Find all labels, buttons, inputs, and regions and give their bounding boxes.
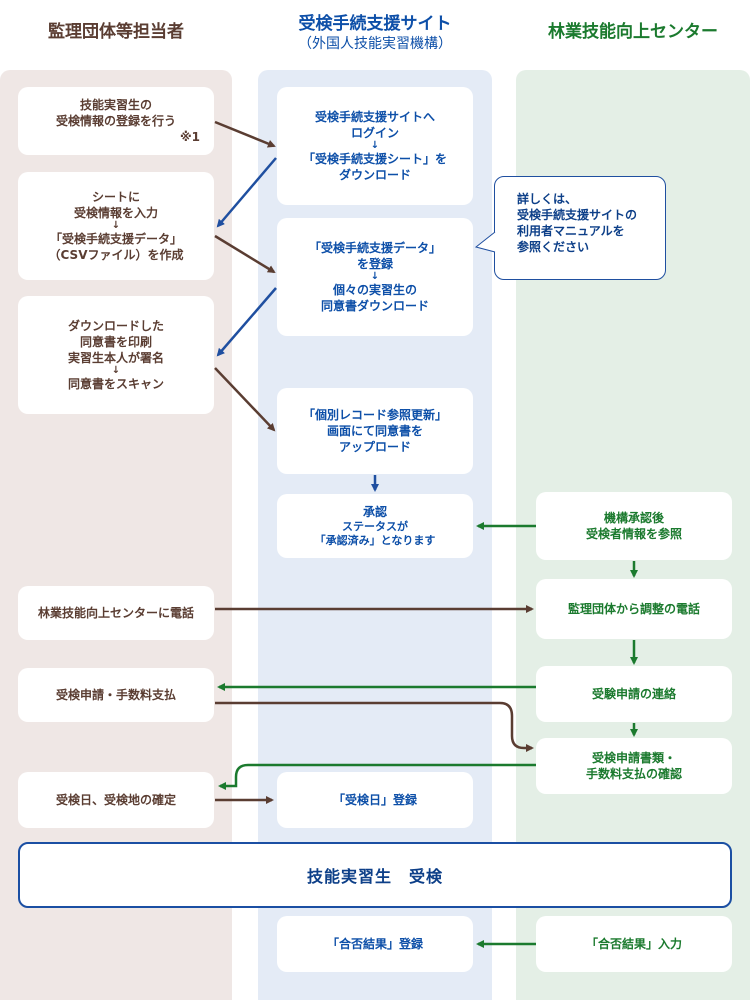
step-text: 「承認済み」となります [314,534,436,547]
callout-tail [474,231,496,253]
step-text: 受検申請・手数料支払 [55,688,176,702]
step-text: 「受検手続支援データ」 [308,241,441,255]
note-text: 詳しくは、 [517,192,578,206]
step-input-result: 「合否結果」入力 [536,916,732,972]
step-text: 個々の実習生の [332,283,417,297]
step-text: 「合否結果」登録 [326,937,423,951]
step-register-exam-date: 「受検日」登録 [277,772,473,828]
step-text: ダウンロードした [67,319,164,333]
manual-note-callout: 詳しくは、 受検手続支援サイトの 利用者マニュアルを 参照ください [494,176,666,280]
step-apply-pay: 受検申請・手数料支払 [18,668,214,722]
footnote-mark: ※1 [179,130,200,144]
step-text: 受検情報を入力 [73,206,158,220]
step-text: 監理団体から調整の電話 [567,602,700,616]
step-create-csv: シートに 受検情報を入力 ↓ 「受検手続支援データ」 （CSVファイル）を作成 [18,172,214,280]
step-text: を登録 [356,257,393,271]
note-text: 利用者マニュアルを [517,224,625,238]
step-sign-consent: ダウンロードした 同意書を印刷 実習生本人が署名 ↓ 同意書をスキャン [18,296,214,414]
step-register-trainee-info: 技能実習生の 受検情報の登録を行う ※1 [18,87,214,155]
step-approval: 承認 ステータスが 「承認済み」となります [277,494,473,558]
step-text: シートに [91,190,140,204]
step-text: 「受検手続支援シート」を [302,152,447,166]
step-text: ダウンロード [338,168,411,182]
step-text: 受検者情報を参照 [585,527,682,541]
step-confirm-payment: 受検申請書類・ 手数料支払の確認 [536,738,732,794]
arrow-b1-to-c1 [214,120,276,148]
step-register-result: 「合否結果」登録 [277,916,473,972]
arrow-c2-to-b3 [216,287,277,357]
step-text: 受検日、受検地の確定 [55,793,176,807]
step-text: 受検手続支援サイトへ [314,110,435,124]
header-support-site: 受検手続支援サイト （外国人技能実習機構） [258,14,492,53]
step-text: 「個別レコード参照更新」 [302,408,447,422]
down-arrow-glyph: ↓ [111,220,121,231]
step-text: 同意書を印刷 [79,335,152,349]
step-receive-call: 監理団体から調整の電話 [536,579,732,639]
trainee-exam-banner: 技能実習生 受検 [18,842,732,908]
step-register-data: 「受検手続支援データ」 を登録 ↓ 個々の実習生の 同意書ダウンロード [277,218,473,336]
arrow-b2-to-c2 [214,234,276,274]
down-arrow-glyph: ↓ [111,365,121,376]
header-forestry-center: 林業技能向上センター [548,22,718,42]
step-call-center: 林業技能向上センターに電話 [18,586,214,640]
step-text: 承認 [362,505,387,519]
header-support-site-sub: （外国人技能実習機構） [298,36,452,52]
step-text: 受検申請書類・ [591,751,676,765]
step-text: ログイン [350,126,399,140]
step-text: 「合否結果」入力 [585,937,682,951]
step-text: 「受検日」登録 [332,793,417,807]
step-notify-application: 受験申請の連絡 [536,666,732,722]
step-text: ステータスが [342,520,408,533]
step-text: アップロード [338,440,411,454]
step-text: 技能実習生の [79,98,152,112]
step-text: 同意書をスキャン [67,377,164,391]
step-confirm-date: 受検日、受検地の確定 [18,772,214,828]
down-arrow-glyph: ↓ [370,271,380,282]
arrow-r4-to-b6 [218,763,536,790]
arrow-apply-to-confirm [215,701,534,752]
header-support-site-title: 受検手続支援サイト [298,14,452,34]
step-text: 機構承認後 [603,511,664,525]
step-upload-consent: 「個別レコード参照更新」 画面にて同意書を アップロード [277,388,473,474]
step-text: 林業技能向上センターに電話 [37,606,194,620]
arrow-b3-to-c3 [214,367,276,432]
step-login-download-sheet: 受検手続支援サイトへ ログイン ↓ 「受検手続支援シート」を ダウンロード [277,87,473,205]
step-text: 受験申請の連絡 [591,687,676,701]
note-text: 参照ください [517,240,590,254]
step-text: 画面にて同意書を [326,424,423,438]
step-view-trainee-info: 機構承認後 受検者情報を参照 [536,492,732,560]
step-text: 実習生本人が署名 [67,351,164,365]
note-text: 受検手続支援サイトの [517,208,638,222]
step-text: 手数料支払の確認 [585,767,682,781]
exam-text: 技能実習生 受検 [306,867,443,886]
down-arrow-glyph: ↓ [370,140,380,151]
arrow-c1-to-b2 [216,157,277,228]
step-text: 「受検手続支援データ」 [49,232,182,246]
step-text: 同意書ダウンロード [320,299,429,313]
step-text: （CSVファイル）を作成 [48,248,184,262]
header-supervising-org: 監理団体等担当者 [48,22,184,42]
step-text: 受検情報の登録を行う [55,114,176,128]
